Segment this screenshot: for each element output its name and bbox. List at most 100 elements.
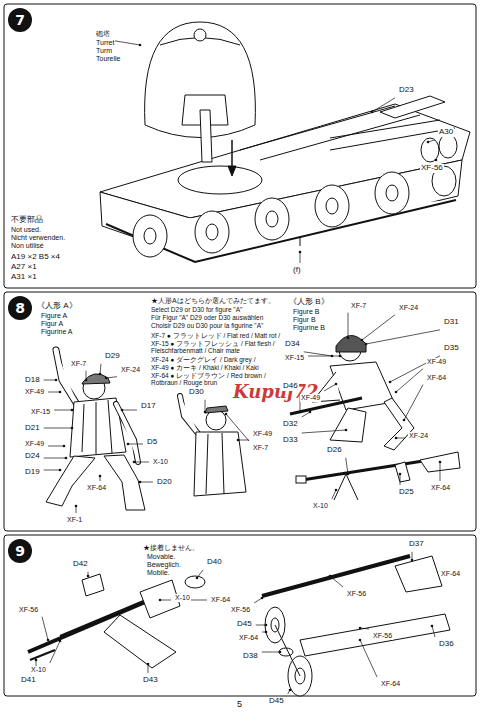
road-wheel <box>255 198 289 240</box>
leader-line <box>300 252 301 263</box>
part-label: Figur B <box>292 316 317 324</box>
leader-dot <box>225 413 228 416</box>
leader-dot <box>59 391 62 394</box>
leader-dot <box>289 689 292 692</box>
leader-dot <box>147 663 150 666</box>
part-label: Movable. <box>146 553 176 561</box>
part-label: XF-49 <box>252 430 273 438</box>
leader-line <box>404 385 423 420</box>
part-label: D35 <box>443 344 460 353</box>
part-label: XF-56 <box>372 632 393 640</box>
turret-ring <box>178 166 262 194</box>
figure-b <box>336 335 366 352</box>
leader-line <box>400 474 401 485</box>
part-label: XF-15 <box>284 354 305 362</box>
leader-dot <box>299 251 302 254</box>
step-panel <box>4 4 476 696</box>
part-label: Figurine A <box>40 328 74 336</box>
leader-dot <box>99 373 102 376</box>
leader-line <box>50 641 60 663</box>
part-label: XF-24 <box>120 366 141 374</box>
part-label: X-10 <box>30 666 47 674</box>
part-label: (f) <box>292 266 302 275</box>
part-label: ★接着しません。 <box>142 544 200 552</box>
leader-line <box>330 576 343 587</box>
step-number-text: 8 <box>8 296 32 320</box>
leader-dot <box>159 599 162 602</box>
part-label: Figur A <box>40 320 64 328</box>
part-label: XF-64 <box>430 484 451 492</box>
gun-right <box>300 614 450 656</box>
anti-tank-rifle <box>296 452 460 500</box>
part-label: D26 <box>326 446 343 455</box>
part-label: D19 <box>24 468 41 477</box>
leader-line <box>372 98 395 112</box>
turret <box>200 110 212 162</box>
part-label: XF-49 <box>24 388 45 396</box>
gun-right <box>395 556 442 592</box>
leader-dot <box>204 411 207 414</box>
part-label: Not used. <box>10 226 42 234</box>
turret <box>228 166 236 176</box>
leader-dot <box>403 419 406 422</box>
turret <box>145 22 256 176</box>
part-label: Beweglich. <box>146 561 182 569</box>
part-label: 5 <box>236 700 243 710</box>
leader-line <box>332 490 336 499</box>
leader-line <box>262 652 280 653</box>
leader-line <box>44 458 66 459</box>
leader-dot <box>63 445 66 448</box>
leader-line <box>48 446 64 447</box>
part-label: D20 <box>156 478 173 487</box>
part-label: 不要部品 <box>10 216 44 225</box>
step-number-text: 7 <box>8 8 32 32</box>
part-label: XF-64 <box>380 680 401 688</box>
part-label: Figurine B <box>292 324 326 332</box>
part-label: XF-15 ● フラットフレッシュ / Flat flesh / Fleisch… <box>150 340 284 354</box>
leader-dot <box>133 461 136 464</box>
part-label: XF-24 <box>398 304 419 312</box>
part-label: XF-7 <box>70 360 87 368</box>
part-label: D46 <box>282 382 299 391</box>
leader-line <box>54 410 72 411</box>
part-label: Choisir D29 ou D30 pour la figurine "A" <box>150 322 264 329</box>
part-label: D42 <box>72 560 89 569</box>
figure-a-alternate <box>206 433 224 494</box>
leader-dot <box>395 391 398 394</box>
leader-line <box>106 377 117 378</box>
figure-a <box>56 350 78 406</box>
part-label: XF-15 <box>30 408 51 416</box>
leader-dot <box>121 409 124 412</box>
leader-dot <box>71 427 74 430</box>
part-label: Für Figur "A" D29 oder D30 auswählen <box>150 314 264 321</box>
leader-line <box>440 462 441 481</box>
leader-dot <box>55 379 58 382</box>
leader-dot <box>359 639 362 642</box>
gun-left <box>82 574 104 596</box>
leader-dot <box>87 575 90 578</box>
leader-line <box>134 462 149 463</box>
part-label: D40 <box>206 558 223 567</box>
leader-line <box>432 626 435 637</box>
leader-line <box>348 313 349 338</box>
leader-dot <box>359 627 362 630</box>
road-wheel <box>300 236 301 246</box>
leader-dot <box>365 343 368 346</box>
part-label: XF-49 ● カーキ / Khaki / Khaki / Kaki <box>150 364 284 371</box>
part-label: D30 <box>188 388 205 397</box>
leader-dot <box>435 159 438 162</box>
figure-a <box>82 400 112 454</box>
part-label: D45 <box>236 620 253 629</box>
part-label: 《人形 A》 <box>36 302 78 311</box>
leader-dot <box>431 625 434 628</box>
leader-dot <box>299 411 302 414</box>
step-number-text: 9 <box>8 539 32 563</box>
part-label: XF-1 <box>66 516 83 524</box>
step-circle <box>8 296 32 320</box>
leader-dot <box>427 141 430 144</box>
leader-line <box>302 412 310 417</box>
leader-dot <box>399 473 402 476</box>
part-label: XF-24 <box>408 432 429 440</box>
part-label: A19 ×2 B5 ×4 <box>10 253 61 262</box>
step-panel <box>4 292 476 531</box>
